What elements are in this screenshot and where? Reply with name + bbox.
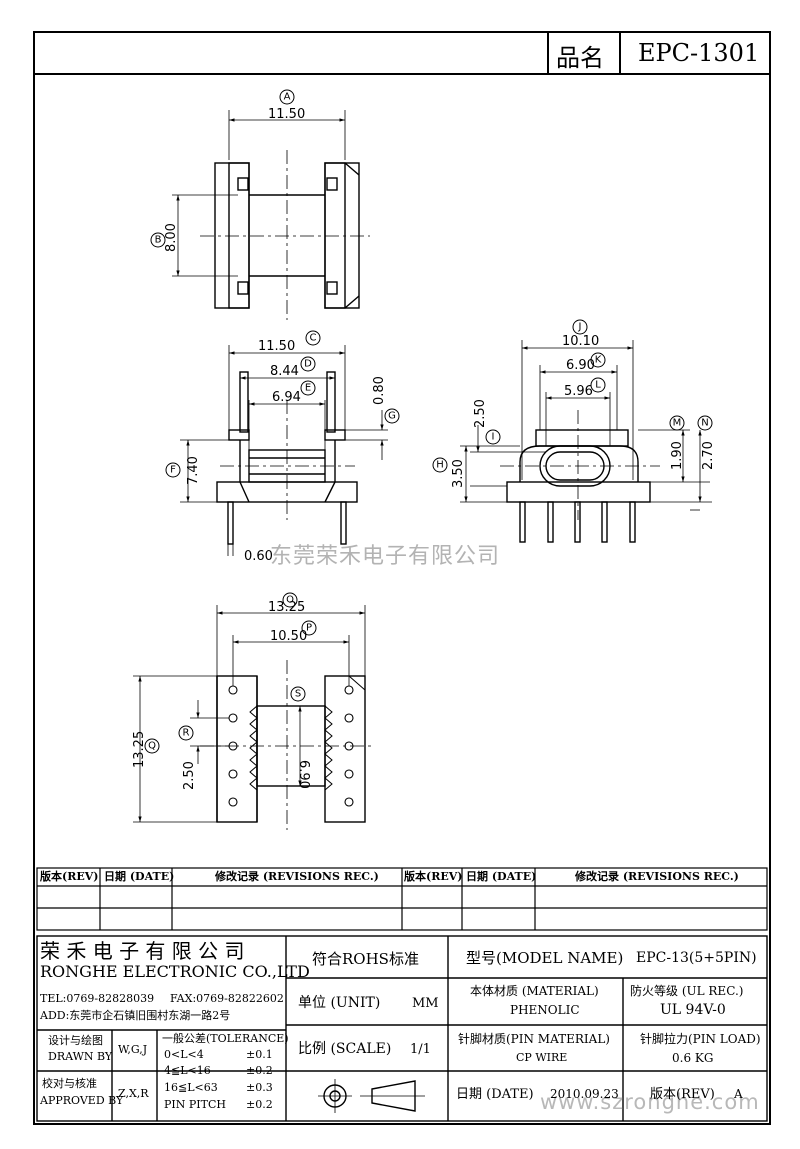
tol3-range: 16≦L<63 xyxy=(164,1081,218,1094)
tol2-value: ±0.2 xyxy=(246,1064,273,1077)
label-D: D xyxy=(304,359,312,370)
unit-value: MM xyxy=(412,996,439,1011)
dim-B-value: 8.00 xyxy=(164,223,179,252)
label-O: O xyxy=(286,595,294,606)
revision-label: 版本(REV) xyxy=(650,1087,715,1102)
drawn-by-value: W,G,J xyxy=(118,1043,148,1056)
tol1-value: ±0.1 xyxy=(246,1048,273,1061)
label-I: I xyxy=(492,432,495,443)
dim-G-value: 0.80 xyxy=(372,376,387,405)
company-name-en: RONGHE ELECTRONIC CO.,LTD xyxy=(40,962,310,981)
label-H: H xyxy=(436,460,444,471)
dim-N-value: 2.70 xyxy=(701,441,716,470)
scale-value: 1/1 xyxy=(410,1042,431,1057)
revision-value: A xyxy=(734,1087,743,1101)
drawn-by-en: DRAWN BY xyxy=(48,1050,113,1063)
part-number: EPC-1301 xyxy=(638,39,760,67)
drawing-border xyxy=(33,31,771,1125)
dim-A-value: 11.50 xyxy=(268,107,305,122)
dim-D-value: 8.44 xyxy=(270,364,299,379)
rev-col-rev-1: 版本(REV) xyxy=(40,870,99,883)
part-name-label: 品名 xyxy=(556,44,604,72)
tol4-range: PIN PITCH xyxy=(164,1098,226,1111)
approved-by-value: Z,X,R xyxy=(118,1087,149,1100)
label-A: A xyxy=(284,92,291,103)
scale-label: 比例 (SCALE) xyxy=(298,1041,392,1057)
label-Q: Q xyxy=(148,741,156,752)
revisions-table xyxy=(36,867,768,931)
label-G: G xyxy=(388,411,396,422)
rev-col-rec-2: 修改记录 (REVISIONS REC.) xyxy=(575,870,739,883)
label-C: C xyxy=(310,333,317,344)
dim-C-value: 11.50 xyxy=(258,339,295,354)
rev-col-date-2: 日期 (DATE) xyxy=(466,870,537,883)
dim-P-value: 10.50 xyxy=(270,629,307,644)
pin-load-value: 0.6 KG xyxy=(672,1051,714,1065)
dim-K-value: 6.90 xyxy=(566,358,595,373)
label-S: S xyxy=(295,689,301,700)
tol4-value: ±0.2 xyxy=(246,1098,273,1111)
tolerance-title: 一般公差(TOLERANCE) xyxy=(162,1032,289,1045)
tol3-value: ±0.3 xyxy=(246,1081,273,1094)
title-block-grid xyxy=(36,935,768,1122)
front-view xyxy=(180,345,388,556)
material-value: PHENOLIC xyxy=(510,1003,580,1017)
rohs-label: 符合ROHS标准 xyxy=(312,950,419,968)
label-R: R xyxy=(183,728,190,739)
drawn-by-cn: 设计与绘图 xyxy=(48,1034,103,1047)
dim-J-value: 10.10 xyxy=(562,334,599,349)
bottom-view xyxy=(133,605,375,830)
model-value: EPC-13(5+5PIN) xyxy=(636,950,757,966)
date-value: 2010.09.23 xyxy=(550,1087,619,1101)
watermark-company: 东莞荣禾电子有限公司 xyxy=(270,544,501,569)
label-E: E xyxy=(305,383,311,394)
rev-col-rev-2: 版本(REV) xyxy=(404,870,463,883)
rev-col-date-1: 日期 (DATE) xyxy=(104,870,175,883)
dim-F-value: 7.40 xyxy=(186,456,201,485)
pin-material-value: CP WIRE xyxy=(516,1051,568,1064)
company-address: ADD:东莞市企石镇旧围村东湖一路2号 xyxy=(40,1009,231,1022)
approved-by-en: APPROVED BY xyxy=(40,1094,124,1107)
label-K: K xyxy=(595,355,602,366)
top-view xyxy=(172,110,370,320)
dim-R-value: 2.50 xyxy=(182,761,197,790)
dim-E-value: 6.94 xyxy=(272,390,301,405)
dim-Q-value: 13.25 xyxy=(132,731,147,768)
company-tel: TEL:0769-82828039 xyxy=(40,992,155,1005)
label-N: N xyxy=(701,418,708,429)
label-M: M xyxy=(673,418,682,429)
label-B: B xyxy=(155,235,162,246)
dim-O-value: 13.25 xyxy=(268,600,305,615)
company-fax: FAX:0769-82822602 xyxy=(170,992,284,1005)
side-view xyxy=(460,340,712,543)
dim-L-value: 5.96 xyxy=(564,384,593,399)
label-L: L xyxy=(595,380,601,391)
tol1-range: 0<L<4 xyxy=(164,1048,204,1061)
date-label: 日期 (DATE) xyxy=(456,1087,534,1102)
model-label: 型号(MODEL NAME) xyxy=(466,949,624,967)
approved-by-cn: 校对与核准 xyxy=(42,1077,97,1090)
rev-col-rec-1: 修改记录 (REVISIONS REC.) xyxy=(215,870,379,883)
pin-load-label: 针脚拉力(PIN LOAD) xyxy=(640,1032,761,1046)
dim-label-circles xyxy=(144,89,713,754)
fire-rating-value: UL 94V-0 xyxy=(660,1002,726,1018)
unit-label: 单位 (UNIT) xyxy=(298,995,381,1011)
label-P: P xyxy=(306,623,312,634)
dim-M-value: 1.90 xyxy=(670,441,685,470)
label-J: J xyxy=(578,322,582,333)
fire-rating-label: 防火等级 (UL REC.) xyxy=(630,984,744,998)
tol2-range: 4≦L<16 xyxy=(164,1064,211,1077)
dim-pin-value: 0.60 xyxy=(244,549,273,564)
material-label: 本体材质 (MATERIAL) xyxy=(470,984,599,998)
watermark-url: www.szronghe.com xyxy=(540,1090,760,1114)
label-F: F xyxy=(170,465,176,476)
dim-S-value: 6.90 xyxy=(296,760,311,789)
dim-I-value: 2.50 xyxy=(473,399,488,428)
pin-material-label: 针脚材质(PIN MATERIAL) xyxy=(458,1032,610,1046)
company-name-cn: 荣 禾 电 子 有 限 公 司 xyxy=(40,939,245,963)
dim-H-value: 3.50 xyxy=(451,459,466,488)
